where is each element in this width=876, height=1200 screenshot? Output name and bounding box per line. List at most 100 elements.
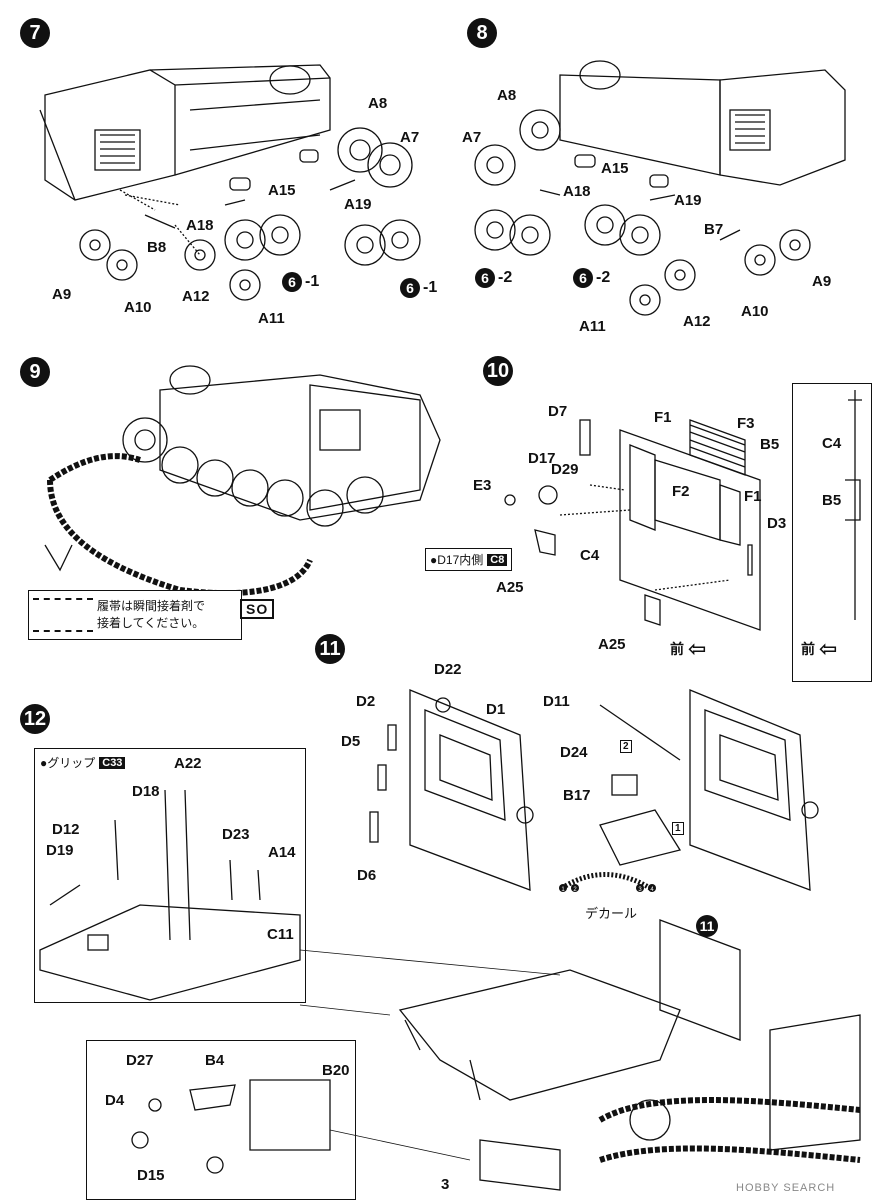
front-label: 前: [670, 641, 684, 657]
decal-number: 3: [638, 887, 642, 893]
subassembly-ref-number: 6: [400, 278, 420, 298]
note-text: 履帯は瞬間接着剤で 接着してください。: [97, 598, 205, 632]
subassembly-ref-number: 6: [475, 268, 495, 288]
part-label: A19: [344, 196, 372, 213]
part-label: D22: [434, 661, 462, 678]
part-label: A18: [563, 183, 591, 200]
part-label: F2: [672, 483, 690, 500]
note-line: 履帯は瞬間接着剤で: [97, 599, 206, 614]
note-text: ●グリップ: [40, 756, 96, 770]
front-direction: 前 ⇦: [670, 638, 706, 660]
part-label: D18: [132, 783, 160, 800]
part-label: A22: [174, 755, 202, 772]
subassembly-ref-suffix: -1: [423, 279, 438, 296]
note-line: 接着してください。: [97, 616, 205, 630]
part-label: A12: [182, 288, 210, 305]
part-label: A9: [812, 273, 832, 290]
note-text: ●D17内側: [430, 553, 484, 567]
part-label: D27: [126, 1052, 154, 1069]
grip-paint-note: ●グリップ C33: [40, 754, 126, 771]
decal-number: 1: [561, 887, 565, 893]
sub-step-number: 2: [620, 740, 632, 753]
decal-number: 2: [573, 887, 577, 893]
part-label: D15: [137, 1167, 165, 1184]
part-label: C4: [822, 435, 842, 452]
subassembly-ref: 6 -1: [282, 272, 319, 292]
part-label: A11: [258, 310, 285, 327]
decal-label: デカール: [585, 906, 638, 921]
subassembly-ref-number: 6: [573, 268, 593, 288]
part-label: A8: [497, 87, 517, 104]
part-label: D6: [357, 867, 377, 884]
subassembly-ref-suffix: -2: [596, 269, 611, 286]
part-label: A14: [268, 844, 296, 861]
part-label: A15: [268, 182, 296, 199]
step-9-marker: 9: [20, 357, 50, 387]
subassembly-ref: 6 -2: [475, 268, 512, 288]
subassembly-ref-suffix: -1: [305, 273, 320, 290]
page-number: 3: [441, 1176, 450, 1193]
arrow-left-icon: ⇦: [819, 636, 838, 661]
step-11-marker: 11: [315, 634, 345, 664]
part-label: F3: [737, 415, 755, 432]
step8-parts-drawing: [474, 109, 811, 316]
subassembly-ref-number: 6: [282, 272, 302, 292]
part-label: C4: [580, 547, 600, 564]
paint-note: ●D17内側 C8: [425, 548, 513, 571]
part-label: D3: [767, 515, 787, 532]
part-label: A8: [368, 95, 388, 112]
part-label: D29: [551, 461, 579, 478]
track-link-icon: [33, 598, 93, 632]
side-front-direction: 前 ⇦: [801, 638, 837, 660]
paint-color-code: C33: [99, 756, 126, 769]
step8-chassis-drawing: [559, 60, 846, 186]
part-label: C11: [267, 926, 294, 943]
part-label: B4: [205, 1052, 225, 1069]
part-label: B8: [147, 239, 167, 256]
step7-chassis-drawing: [39, 64, 331, 201]
part-label: D4: [105, 1092, 125, 1109]
part-label: D11: [543, 693, 570, 710]
part-label: A18: [186, 217, 214, 234]
step10-panel-drawing: [504, 390, 862, 631]
watermark: HOBBY SEARCH: [736, 1182, 836, 1194]
step-11-inset-marker: 11: [696, 915, 718, 937]
front-label: 前: [801, 641, 815, 657]
part-label: D24: [560, 744, 588, 761]
arrow-left-icon: ⇦: [688, 636, 707, 661]
step10-side-view-frame: [792, 383, 872, 682]
part-label: D12: [52, 821, 80, 838]
subassembly-ref-suffix: -2: [498, 269, 513, 286]
part-label: D5: [341, 733, 361, 750]
step-8-marker: 8: [467, 18, 497, 48]
part-label: D19: [46, 842, 74, 859]
part-label: D2: [356, 693, 376, 710]
part-label: A19: [674, 192, 702, 209]
sub-step-number: 1: [672, 822, 684, 835]
part-label: E3: [473, 477, 492, 494]
part-label: B5: [760, 436, 780, 453]
glue-mark: SO: [240, 599, 275, 619]
step12-detail-frame: [34, 748, 306, 1003]
step11-panel-left-drawing: [369, 689, 534, 891]
part-label: A9: [52, 286, 72, 303]
part-label: B5: [822, 492, 842, 509]
part-label: B20: [322, 1062, 350, 1079]
step-7-marker: 7: [20, 18, 50, 48]
step12-inset-drawing: [39, 789, 861, 1191]
step9-vehicle-drawing: [44, 365, 441, 597]
subassembly-ref: 6 -1: [400, 278, 437, 298]
part-label: A10: [124, 299, 152, 316]
part-label: F1: [654, 409, 672, 426]
part-label: A11: [579, 318, 606, 335]
step-12-marker: 12: [20, 704, 50, 734]
decal-number: 4: [650, 887, 654, 893]
part-label: B7: [704, 221, 724, 238]
step11-panel-right-drawing: [560, 689, 819, 891]
part-label: A7: [462, 129, 482, 146]
part-label: D7: [548, 403, 568, 420]
part-label: F1: [744, 488, 762, 505]
part-label: A12: [683, 313, 711, 330]
part-label: D17: [528, 450, 556, 467]
